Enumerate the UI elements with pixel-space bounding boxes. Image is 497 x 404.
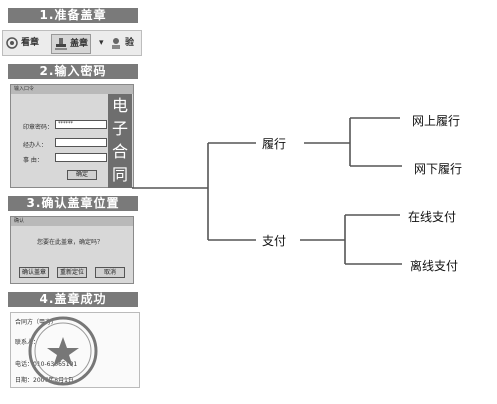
cancel-button[interactable]: 取消 [95,267,125,278]
reposition-button[interactable]: 重新定位 [57,267,87,278]
chevron-down-icon: ▾ [99,38,104,48]
sidebar-char: 电 [111,96,128,115]
confirm-dialog: 确认 您要在此盖章，确定吗？ 确认盖章 重新定位 取消 [10,216,134,284]
doc-line: 电话：010-63065101 [15,361,78,368]
leaf-node-online-performance: 网上履行 [412,114,461,128]
doc-line: 日期：2007年8月1日 [15,377,74,384]
matter-label: 事 由： [23,157,43,164]
ok-button[interactable]: 确定 [67,170,97,180]
step-banner-3: 3.确认盖章位置 [8,196,138,211]
step-banner-2: 2.输入密码 [8,64,138,79]
leaf-node-offline-performance: 网下履行 [414,162,463,176]
view-icon [5,36,19,50]
stamped-document: 合同方（甲方） 联系人： 电话：010-63065101 日期：2007年8月1… [10,312,140,388]
doc-line: 合同方（甲方） [15,319,58,326]
stamp-button[interactable]: 盖章 [51,34,92,54]
stamp-toolbar: 看章 盖章 ▾ 验 [2,30,142,56]
password-dialog-title: 输入口令 [11,85,133,94]
confirm-stamp-button[interactable]: 确认盖章 [19,267,49,278]
verify-label: 验 [125,38,135,48]
password-label: 印章密码： [23,124,54,131]
sidebar-char: 合 [111,142,128,161]
e-contract-sidebar: 电 子 合 同 [108,94,132,188]
step-banner-1: 1.准备盖章 [8,8,138,23]
confirm-dialog-title: 确认 [11,217,133,226]
stamp-label: 盖章 [70,39,89,49]
company-seal-icon [28,316,98,386]
step-banner-4: 4.盖章成功 [8,292,138,307]
stamp-icon [54,37,68,51]
verify-button[interactable]: 验 [109,34,134,52]
handler-field[interactable] [55,138,107,147]
view-stamp-button[interactable]: 看章 [5,34,39,52]
sidebar-char: 同 [111,165,128,184]
handler-label: 经办人： [23,142,48,149]
confirm-message: 您要在此盖章，确定吗？ [37,239,104,246]
matter-field[interactable] [55,153,107,162]
stamp-dropdown-button[interactable]: ▾ [99,34,104,52]
branch-node-payment: 支付 [262,234,287,248]
password-field[interactable]: ****** [55,120,107,129]
view-stamp-label: 看章 [21,38,40,48]
doc-line: 联系人： [15,339,40,346]
verify-icon [109,36,123,50]
sidebar-char: 子 [111,119,128,138]
branch-node-performance: 履行 [262,137,287,151]
leaf-node-online-payment: 在线支付 [408,210,457,224]
leaf-node-offline-payment: 离线支付 [410,259,459,273]
